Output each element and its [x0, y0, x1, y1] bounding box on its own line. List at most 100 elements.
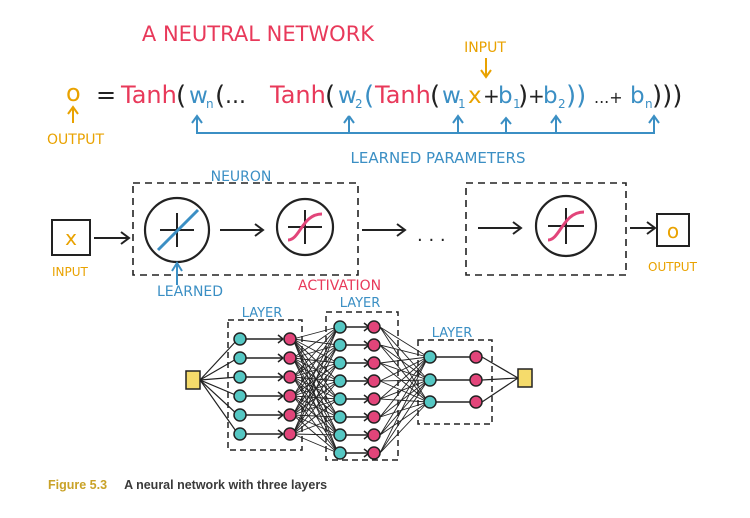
layer2-linear-node — [333, 374, 347, 388]
arrow-dots-to-last — [478, 221, 523, 235]
ellipsis-1: ... — [225, 84, 246, 109]
paren-open-4: ( — [364, 81, 374, 111]
weight-2: w — [338, 83, 357, 109]
dense-connection — [379, 379, 429, 436]
layer2-activation-node — [367, 320, 381, 334]
dense-connection — [292, 395, 339, 436]
dense-connection — [292, 362, 339, 435]
dense-connection — [379, 344, 429, 358]
layer1-activation-node — [283, 408, 297, 422]
bias-n-sub: n — [645, 97, 653, 111]
paren-open-3: ( — [325, 81, 335, 111]
dense-connection — [292, 357, 339, 400]
layer2-activation-node — [367, 410, 381, 424]
dense-connection — [292, 326, 339, 397]
network-input-square — [185, 370, 201, 390]
arrow-linear-to-activation — [220, 223, 265, 237]
dense-connection — [379, 356, 429, 364]
ellipsis-dots: · · · — [417, 230, 446, 251]
equals-sign: = — [96, 81, 116, 109]
dense-connection — [292, 344, 339, 435]
bracket-arrowheads — [191, 114, 660, 125]
layer3-linear-node — [423, 350, 437, 364]
layer1-arrow-head — [277, 391, 284, 397]
dense-connection — [292, 357, 339, 382]
layer2-linear-node — [333, 338, 347, 352]
equation-output-label: OUTPUT — [47, 132, 105, 148]
dense-connection — [379, 379, 429, 454]
dense-connection — [379, 401, 429, 418]
weight-n-sub: n — [206, 97, 214, 111]
neuron-row: x INPUT NEURON LEARNED ACTIVATION · · · … — [51, 169, 698, 300]
output-box — [656, 213, 690, 247]
dense-connection — [292, 398, 339, 435]
layer1-arrow-head — [277, 414, 284, 420]
input-connection — [199, 379, 239, 397]
title: A NEUTRAL NETWORK — [142, 22, 375, 46]
dense-connection — [379, 326, 429, 358]
plus-2: + — [528, 84, 545, 108]
layer1-arrow-head — [277, 338, 284, 344]
layer1-linear-node — [233, 408, 247, 422]
output-connection — [481, 377, 519, 403]
layer2-linear-node — [333, 320, 347, 334]
figure-number: Figure 5.3 — [48, 478, 108, 492]
plus-1: + — [483, 84, 500, 108]
dense-connection — [379, 398, 429, 403]
weight-2-sub: 2 — [355, 97, 363, 111]
figure-caption: Figure 5.3 A neural network with three l… — [48, 478, 327, 492]
layer2-linear-node — [333, 392, 347, 406]
arrow-neuron-to-dots — [362, 223, 407, 237]
dense-connection — [379, 356, 429, 382]
layer1-linear-node — [233, 332, 247, 346]
layer1-arrow-head — [277, 357, 284, 363]
dense-connection — [379, 401, 429, 436]
layer-box-1 — [227, 319, 303, 451]
learned-parameters-label: LEARNED PARAMETERS — [351, 149, 526, 167]
output-connection — [481, 377, 519, 381]
layer3-activation-node — [469, 350, 483, 364]
bias-2: b — [543, 83, 558, 109]
learned-arrow — [171, 261, 183, 285]
dense-connection — [379, 326, 429, 381]
layer1-arrow-head — [277, 353, 284, 359]
paren-close-3: ))) — [652, 81, 682, 111]
dense-connection — [292, 376, 339, 418]
weight-1: w — [442, 83, 461, 109]
layer2-activation-node — [367, 338, 381, 352]
output-up-arrow — [67, 105, 79, 123]
dense-connection — [379, 379, 429, 400]
bias-1: b — [498, 83, 513, 109]
dense-connection — [379, 380, 429, 403]
input-connection — [199, 379, 239, 416]
neuron-output-label: OUTPUT — [648, 260, 698, 274]
bias-2-sub: 2 — [558, 97, 566, 111]
network-nodes — [233, 320, 483, 460]
dense-connection — [292, 326, 339, 435]
layer2-linear-node — [333, 410, 347, 424]
dense-connection — [292, 395, 339, 454]
layer-box-2 — [325, 311, 399, 461]
layer1-linear-node — [233, 427, 247, 441]
dense-connection — [379, 379, 429, 418]
last-tanh-curve-icon — [547, 210, 585, 242]
dense-connection — [379, 379, 429, 382]
dense-connection — [379, 362, 429, 381]
neuron-box — [132, 182, 359, 276]
dense-connection — [379, 356, 429, 454]
neuron-input-label: INPUT — [52, 265, 89, 279]
tanh-1: Tanh — [120, 81, 177, 109]
layer3-activation-node — [469, 373, 483, 387]
layer2-activation-node — [367, 446, 381, 460]
input-x-symbol: x — [65, 226, 77, 250]
equation-input-label: INPUT — [464, 40, 506, 56]
arrow-input-to-neuron — [94, 231, 131, 245]
layer1-linear-node — [233, 370, 247, 384]
layer1-arrow-head — [277, 334, 284, 340]
dense-connection — [379, 356, 429, 400]
output-connection — [481, 356, 519, 379]
layer2-linear-node — [333, 428, 347, 442]
activation-label: ACTIVATION — [298, 278, 381, 294]
dense-connection — [292, 433, 339, 454]
